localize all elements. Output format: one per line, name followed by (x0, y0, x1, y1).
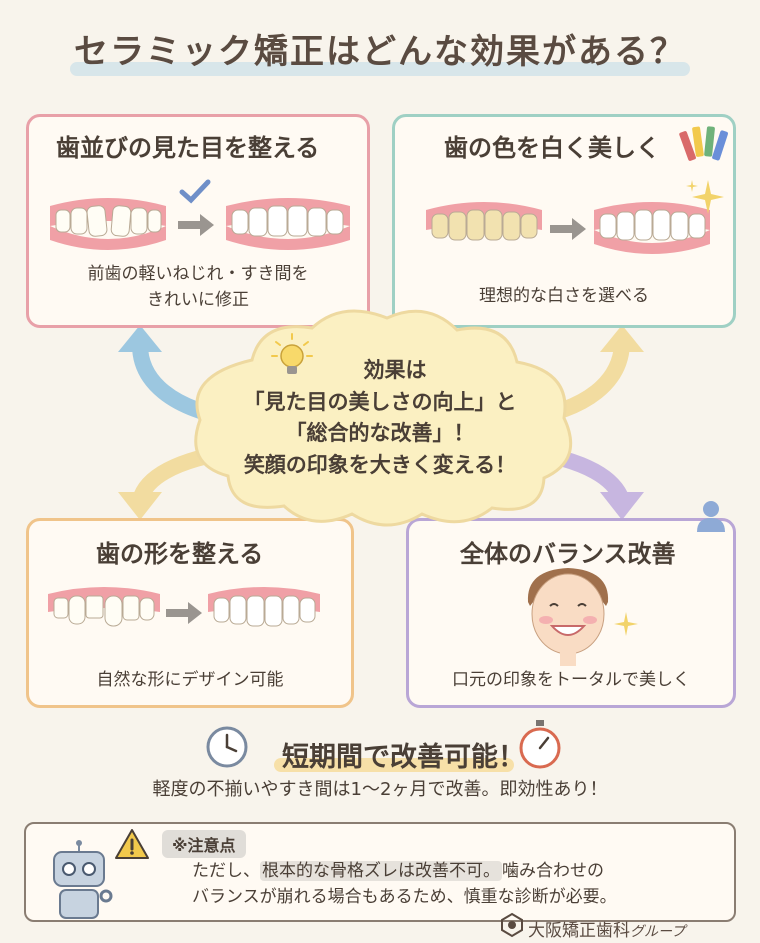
arrow-top-left-head (118, 325, 162, 352)
teeth-after-icon (226, 198, 350, 250)
note-line1-highlight: 根本的な骨格ズレは改善不可。 (260, 861, 502, 881)
brand-name-suffix: グループ (630, 924, 686, 940)
brand-name: 大阪矯正歯科グループ (528, 916, 685, 941)
sparkle-icon (686, 180, 724, 214)
arrow-right-icon (166, 602, 202, 624)
teeth-irregular-icon (48, 587, 160, 627)
center-line1: 効果は (363, 358, 427, 382)
page-title: セラミック矯正はどんな効果がある？ (74, 32, 686, 72)
teeth-white-icon (594, 202, 710, 254)
card-alignment-caption: 前歯の軽いねじれ・すき間を きれいに修正 (26, 262, 370, 313)
note-line1-post: 噛み合わせの (502, 861, 604, 881)
center-message: 効果は 「見た目の美しさの向上」と 「総合的な改善」！ 笑顔の印象を大きく変える… (200, 355, 560, 481)
note-line1: ただし、根本的な骨格ズレは改善不可。噛み合わせの (192, 858, 712, 884)
robot-icon (53, 840, 113, 919)
arrow-top-right-head (600, 325, 644, 352)
center-line2: 「見た目の美しさの向上」と (243, 389, 517, 414)
clock-icon (206, 726, 248, 768)
short-period-caption: 軽度の不揃いやすき間は1〜2ヶ月で改善。即効性あり！ (152, 779, 608, 800)
note-label: ※注意点 (162, 830, 246, 858)
arrow-bottom-left-head (118, 492, 162, 520)
shade-guide-icon (679, 126, 728, 161)
teeth-designed-icon (208, 587, 320, 627)
note-text: ただし、根本的な骨格ズレは改善不可。噛み合わせの バランスが崩れる場合もあるため… (192, 858, 712, 911)
note-line1-pre: ただし、 (192, 861, 260, 881)
lightbulb-icon (271, 333, 313, 374)
sparkle-icon (614, 612, 638, 636)
stopwatch-icon (519, 720, 561, 769)
warning-icon (115, 829, 149, 859)
note-line2: バランスが崩れる場合もあるため、慎重な診断が必要。 (192, 887, 617, 908)
card-alignment-title: 歯並びの見た目を整える (50, 128, 326, 163)
arrow-right-icon (550, 218, 586, 240)
arrow-right-icon (178, 214, 214, 236)
card-balance-caption: 口元の印象をトータルで美しく (452, 670, 690, 690)
card-shape-title: 歯の形を整える (90, 534, 270, 569)
card-color-title: 歯の色を白く美しく (438, 128, 666, 163)
short-title-highlight (274, 758, 514, 772)
center-line4: 笑顔の印象を大きく変える！ (243, 452, 517, 477)
title-underline (70, 62, 690, 76)
card-color-caption: 理想的な白さを選べる (479, 286, 649, 306)
short-period-title: 短期間で改善可能！ (282, 742, 525, 773)
brand-logo-icon (501, 912, 523, 938)
arrow-bottom-right-head (600, 492, 644, 520)
center-line3: 「総合的な改善」！ (285, 421, 475, 445)
card-shape-caption: 自然な形にデザイン可能 (96, 670, 284, 690)
card-alignment-caption-line2: きれいに修正 (147, 289, 249, 310)
card-balance-title: 全体のバランス改善 (454, 534, 682, 569)
teeth-yellow-icon (426, 202, 542, 241)
teeth-before-icon (50, 198, 166, 250)
smiling-face-icon (527, 568, 609, 666)
brand-name-main: 大阪矯正歯科 (528, 921, 630, 941)
card-alignment-caption-line1: 前歯の軽いねじれ・すき間を (87, 264, 309, 284)
check-icon (179, 179, 211, 204)
person-icon (697, 501, 725, 532)
